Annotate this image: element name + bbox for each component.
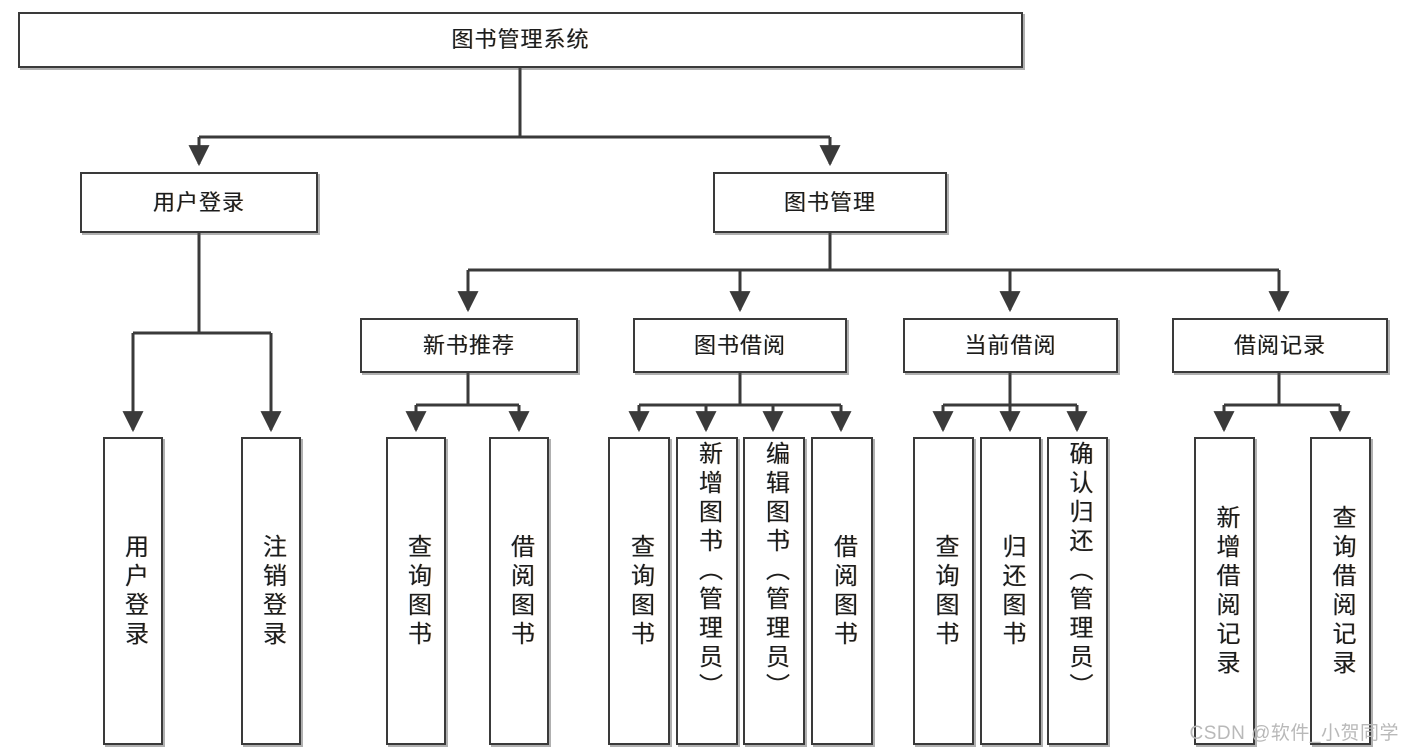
- leaf-new-book-borrow[interactable]: 借阅图书: [489, 437, 549, 745]
- leaf-return-book-label: 归还图书: [997, 534, 1025, 650]
- leaf-return-book[interactable]: 归还图书: [980, 437, 1041, 745]
- node-new-book-recommend-label: 新书推荐: [422, 332, 515, 358]
- csdn-watermark: CSDN @软件_小贺同学: [1189, 723, 1399, 744]
- leaf-confirm-return-admin-label: 确认归还（管理员）: [1064, 441, 1092, 702]
- leaf-borrow-query-book-label: 查询图书: [626, 534, 654, 650]
- leaf-user-login[interactable]: 用户登录: [103, 437, 163, 745]
- node-user-login-label: 用户登录: [152, 189, 245, 215]
- node-book-management[interactable]: 图书管理: [713, 172, 947, 233]
- leaf-add-book-admin-label: 新增图书（管理员）: [694, 441, 722, 702]
- leaf-current-query-book[interactable]: 查询图书: [913, 437, 974, 745]
- node-borrow-records-label: 借阅记录: [1233, 332, 1326, 358]
- leaf-add-book-admin[interactable]: 新增图书（管理员）: [676, 437, 738, 745]
- node-user-login[interactable]: 用户登录: [80, 172, 318, 233]
- leaf-new-book-borrow-label: 借阅图书: [506, 534, 534, 650]
- node-current-borrow-label: 当前借阅: [964, 332, 1057, 358]
- leaf-borrow-book[interactable]: 借阅图书: [811, 437, 873, 745]
- leaf-query-borrow-record[interactable]: 查询借阅记录: [1310, 437, 1371, 745]
- leaf-query-borrow-record-label: 查询借阅记录: [1327, 505, 1355, 679]
- node-new-book-recommend[interactable]: 新书推荐: [360, 318, 578, 373]
- node-current-borrow[interactable]: 当前借阅: [903, 318, 1118, 373]
- node-book-management-label: 图书管理: [783, 189, 876, 215]
- node-book-borrow[interactable]: 图书借阅: [633, 318, 847, 373]
- node-root[interactable]: 图书管理系统: [18, 12, 1023, 68]
- leaf-logout[interactable]: 注销登录: [241, 437, 301, 745]
- leaf-edit-book-admin-label: 编辑图书（管理员）: [761, 441, 789, 702]
- leaf-borrow-query-book[interactable]: 查询图书: [608, 437, 670, 745]
- leaf-edit-book-admin[interactable]: 编辑图书（管理员）: [743, 437, 805, 745]
- leaf-add-borrow-record[interactable]: 新增借阅记录: [1194, 437, 1255, 745]
- leaf-add-borrow-record-label: 新增借阅记录: [1211, 505, 1239, 679]
- leaf-logout-label: 注销登录: [258, 534, 286, 650]
- leaf-new-book-query-label: 查询图书: [403, 534, 431, 650]
- leaf-borrow-book-label: 借阅图书: [829, 534, 857, 650]
- node-borrow-records[interactable]: 借阅记录: [1172, 318, 1388, 373]
- leaf-user-login-label: 用户登录: [120, 534, 148, 650]
- node-root-label: 图书管理系统: [451, 27, 590, 53]
- node-book-borrow-label: 图书借阅: [693, 332, 786, 358]
- leaf-current-query-book-label: 查询图书: [930, 534, 958, 650]
- leaf-confirm-return-admin[interactable]: 确认归还（管理员）: [1047, 437, 1108, 745]
- leaf-new-book-query[interactable]: 查询图书: [386, 437, 446, 745]
